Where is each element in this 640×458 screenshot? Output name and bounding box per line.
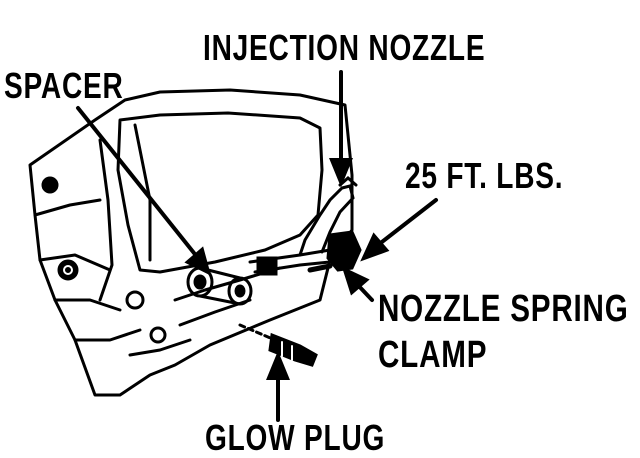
nozzle-spring-clamp-part bbox=[326, 230, 362, 272]
bolt-boss bbox=[125, 290, 145, 310]
cylinder-head-recess bbox=[116, 111, 324, 274]
bolt-boss bbox=[41, 176, 59, 194]
glow-plug-label: GLOW PLUG bbox=[205, 417, 386, 458]
glow-plug-part bbox=[238, 323, 318, 367]
bolt-boss bbox=[149, 326, 167, 344]
torque-label: 25 FT. LBS. bbox=[405, 155, 564, 196]
spacer-arrow bbox=[76, 106, 200, 260]
torque-arrow bbox=[376, 198, 438, 247]
bolt-boss bbox=[57, 259, 79, 281]
nozzle-spring-clamp-label: NOZZLE SPRING bbox=[378, 288, 629, 330]
cylinder-head-outline bbox=[28, 88, 354, 397]
injection-nozzle-label: INJECTION NOZZLE bbox=[203, 27, 486, 68]
spacer-label: SPACER bbox=[4, 65, 124, 106]
nozzle-spring-clamp-label-line2: CLAMP bbox=[378, 334, 488, 376]
injection-nozzle-part bbox=[248, 176, 362, 276]
leader-lines bbox=[76, 70, 438, 422]
